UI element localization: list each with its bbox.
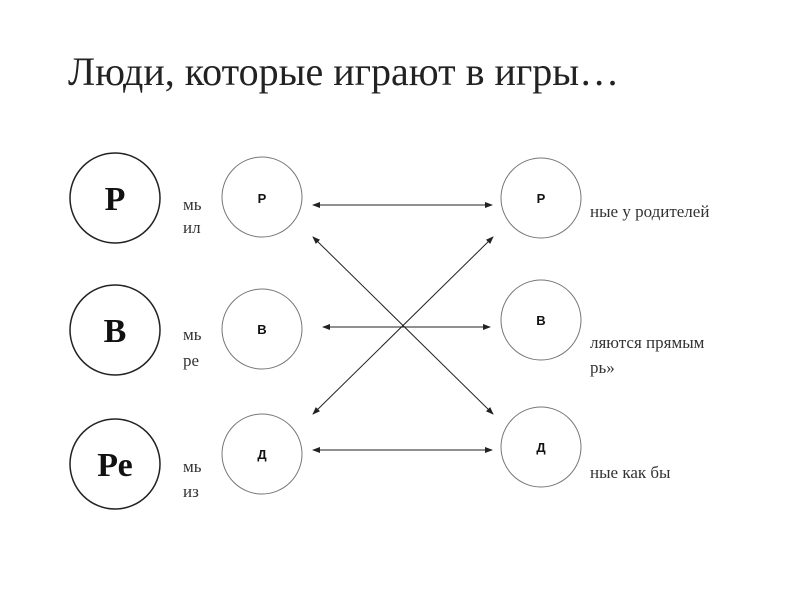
right-circle-parent: Р <box>500 157 582 239</box>
fragment: ил <box>183 218 201 237</box>
arrow-child-parent-cross <box>312 236 494 415</box>
fragment: ре <box>183 351 199 370</box>
state-adult-label: В <box>104 313 127 350</box>
fragment: мь <box>183 457 202 476</box>
state-child: Ре <box>69 418 161 510</box>
state-parent: Р <box>69 152 161 244</box>
state-adult: В <box>69 284 161 376</box>
state-parent-label: Р <box>105 181 126 218</box>
svg-text:Д: Д <box>536 440 546 455</box>
svg-text:В: В <box>257 322 266 337</box>
svg-text:Р: Р <box>258 191 267 206</box>
left-circle-adult: В <box>221 288 303 370</box>
right-circle-child: Д <box>500 406 582 488</box>
left-circle-parent: Р <box>221 156 303 238</box>
fragment: мь <box>183 325 202 344</box>
fragment: рь» <box>590 358 615 377</box>
fragment: из <box>183 482 199 501</box>
slide-title: Люди, которые играют в игры… <box>68 49 620 94</box>
fragment: ные как бы <box>590 463 671 482</box>
svg-text:Р: Р <box>537 191 546 206</box>
fragment: мь <box>183 195 202 214</box>
left-circle-child: Д <box>221 413 303 495</box>
state-child-label: Ре <box>97 447 132 484</box>
svg-text:Д: Д <box>257 447 267 462</box>
fragment: ные у родителей <box>590 202 709 221</box>
svg-text:В: В <box>536 313 545 328</box>
right-circle-adult: В <box>500 279 582 361</box>
fragment: ляются прямым <box>590 333 705 352</box>
